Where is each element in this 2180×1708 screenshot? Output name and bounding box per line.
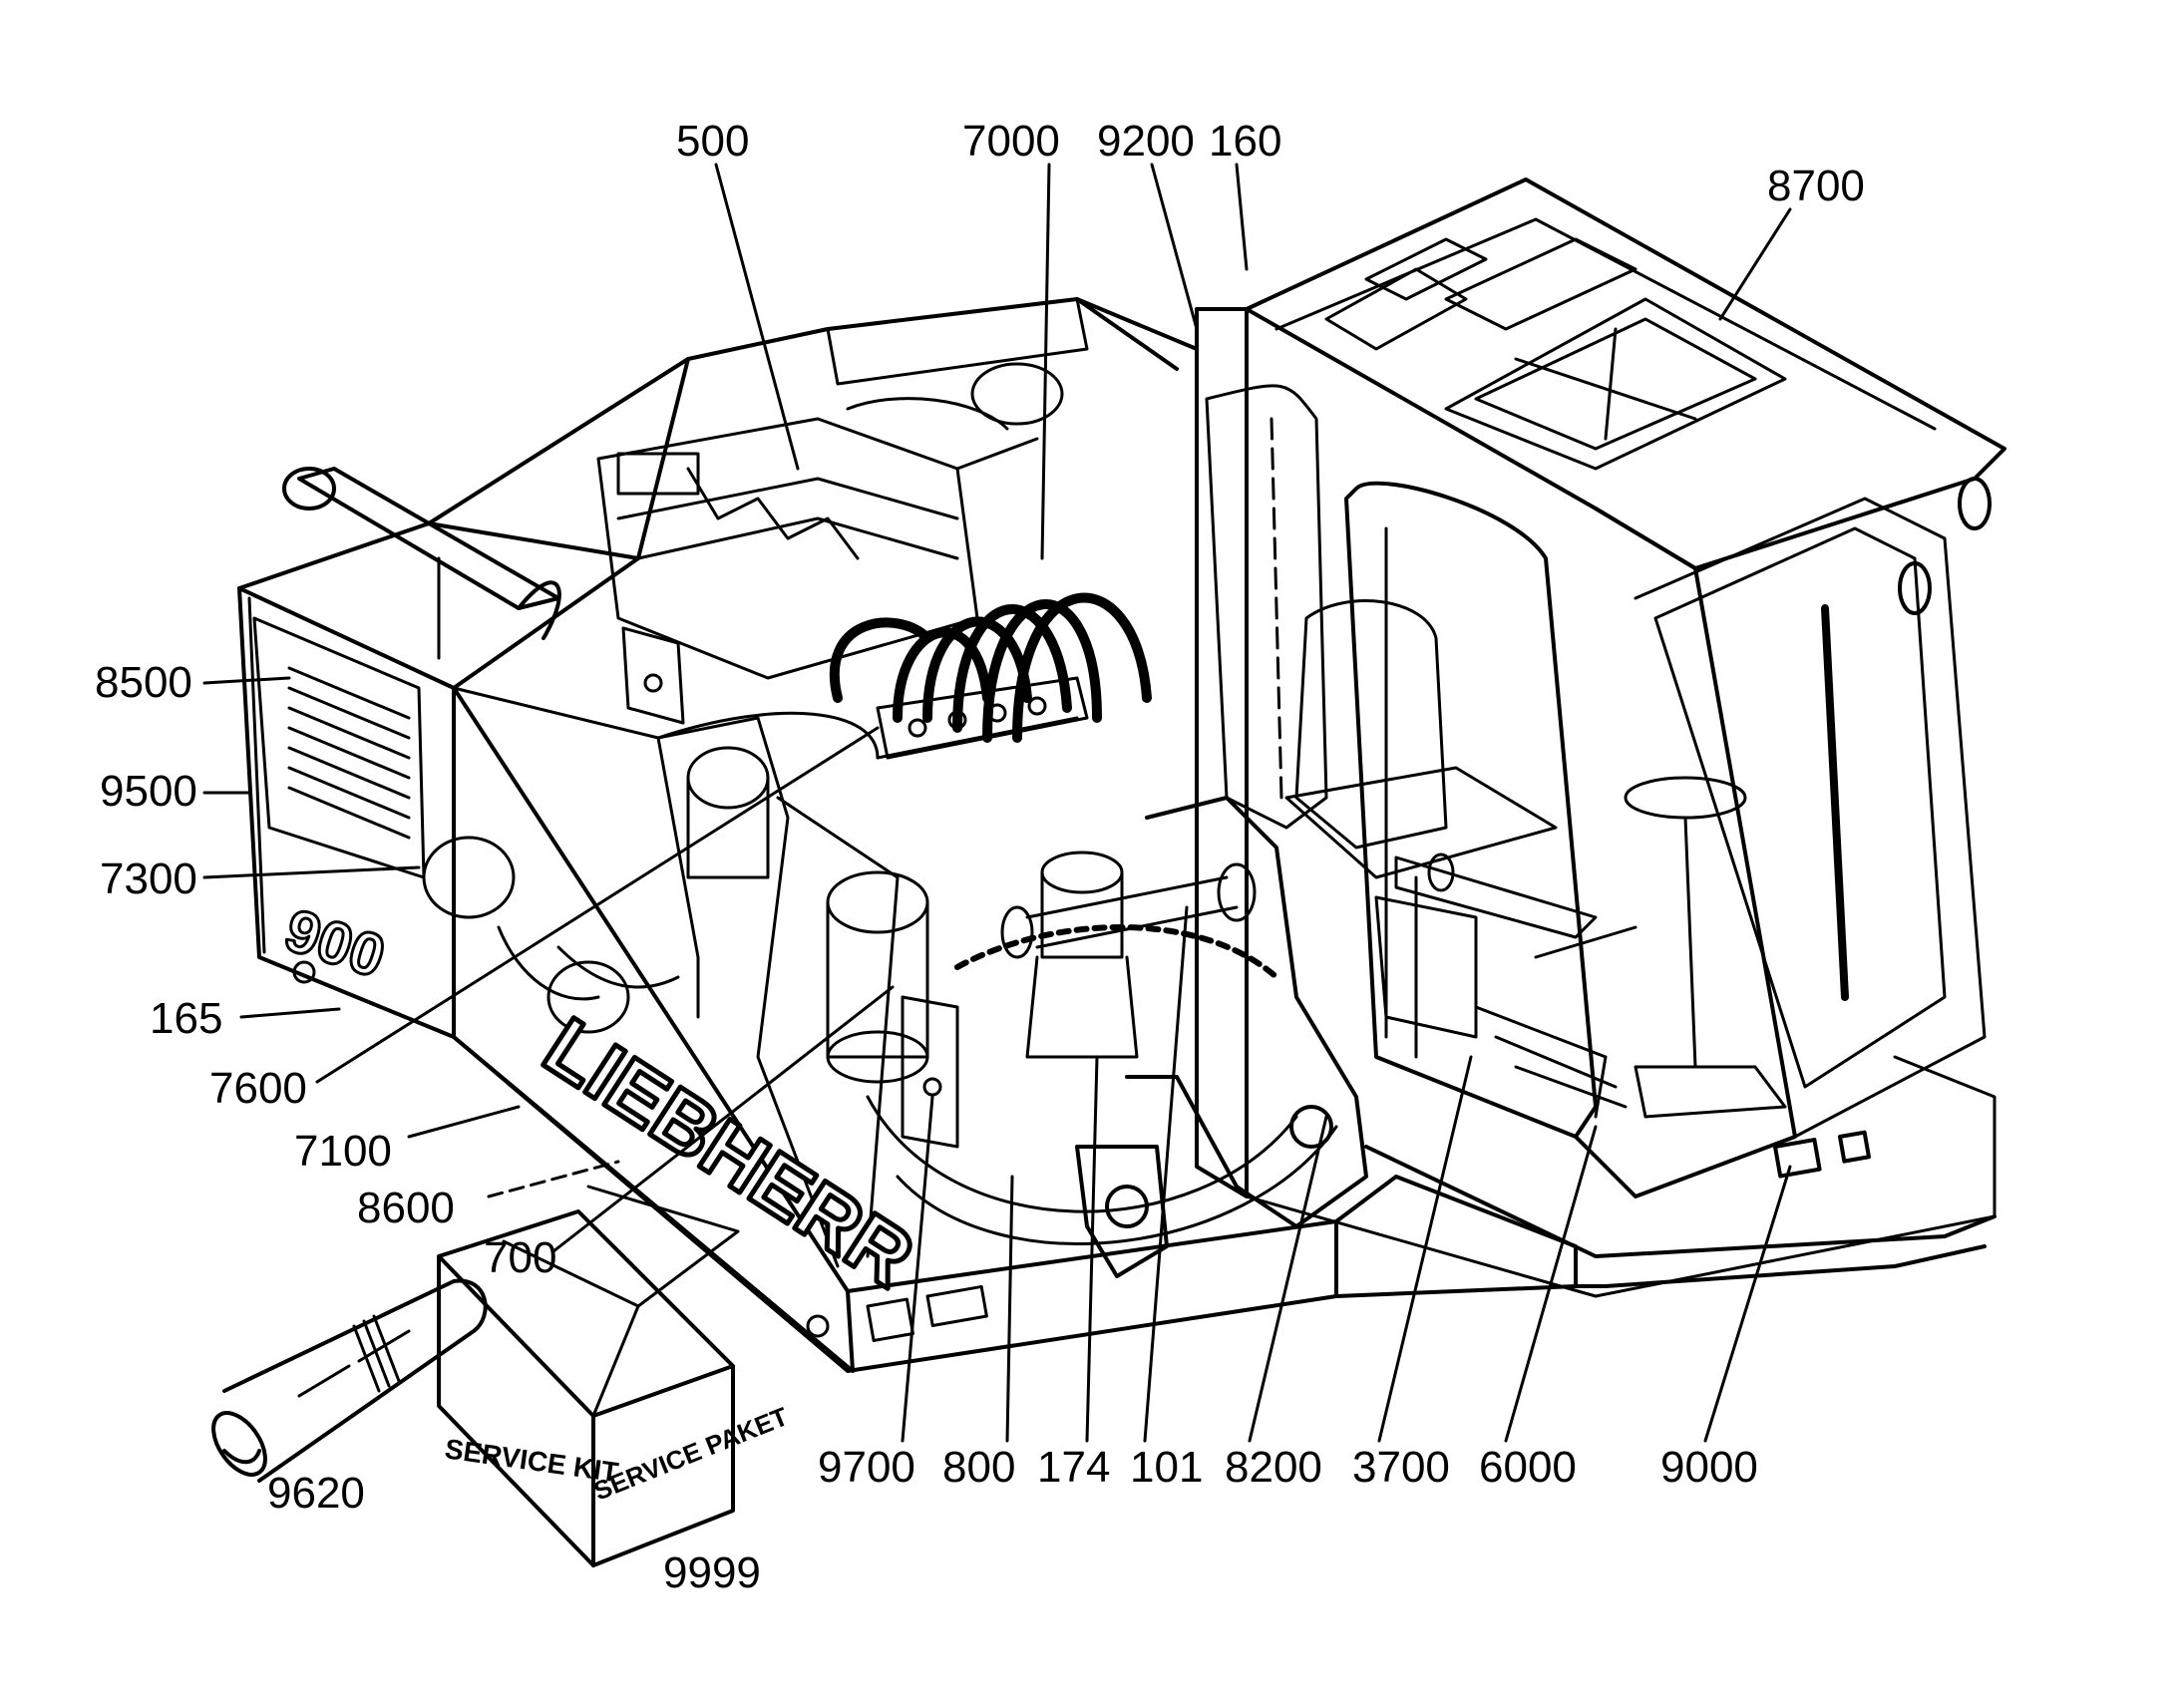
boom-pivot-pin [1000, 862, 1257, 959]
callout-7100: 7100 [294, 1127, 392, 1176]
swing-motor [1025, 851, 1139, 1059]
callout-9700: 9700 [818, 1443, 915, 1492]
callout-9620: 9620 [267, 1469, 365, 1518]
cab-step-frame [1474, 1005, 1628, 1119]
callout-8500: 8500 [95, 658, 192, 707]
louvered-side-panel: 900 [252, 616, 426, 992]
callout-8200: 8200 [1225, 1443, 1322, 1492]
hydraulic-hoses [829, 592, 1152, 743]
rolled-hose-part [211, 1278, 488, 1483]
callout-8700: 8700 [1767, 162, 1865, 210]
control-valve-block [876, 676, 1089, 760]
callout-500: 500 [676, 117, 750, 166]
operator-cab [1195, 177, 2006, 1298]
callout-160: 160 [1209, 117, 1282, 166]
callout-7300: 7300 [100, 854, 197, 903]
operator-seat [1284, 599, 1558, 1059]
callout-8600: 8600 [357, 1184, 455, 1232]
service-kit-side-text: SERVICE PAKET [589, 1401, 792, 1506]
callout-9999: 9999 [663, 1548, 761, 1597]
front-left-guard [452, 686, 900, 1268]
engine-block [596, 362, 1064, 680]
hydraulic-pump [422, 746, 929, 1084]
callout-leader-lines [202, 163, 1792, 1443]
callout-3700: 3700 [1352, 1443, 1450, 1492]
callout-7000: 7000 [962, 117, 1060, 166]
slewing-ring [866, 924, 1338, 1245]
callout-9500: 9500 [100, 767, 197, 816]
callout-700: 700 [484, 1233, 557, 1282]
callout-9200: 9200 [1097, 117, 1195, 166]
callout-7600: 7600 [209, 1064, 307, 1113]
callout-800: 800 [942, 1443, 1016, 1492]
callout-174: 174 [1037, 1443, 1111, 1492]
tank-cover-plate [621, 626, 959, 1149]
callout-101: 101 [1130, 1443, 1204, 1492]
boom-mounting-bracket [1075, 796, 1368, 1278]
control-column [1394, 776, 1787, 1119]
callout-165: 165 [150, 994, 223, 1043]
exhaust-muffler [282, 467, 561, 660]
callout-9000: 9000 [1660, 1443, 1758, 1492]
callout-6000: 6000 [1479, 1443, 1577, 1492]
rear-panel-lights [806, 1284, 988, 1342]
